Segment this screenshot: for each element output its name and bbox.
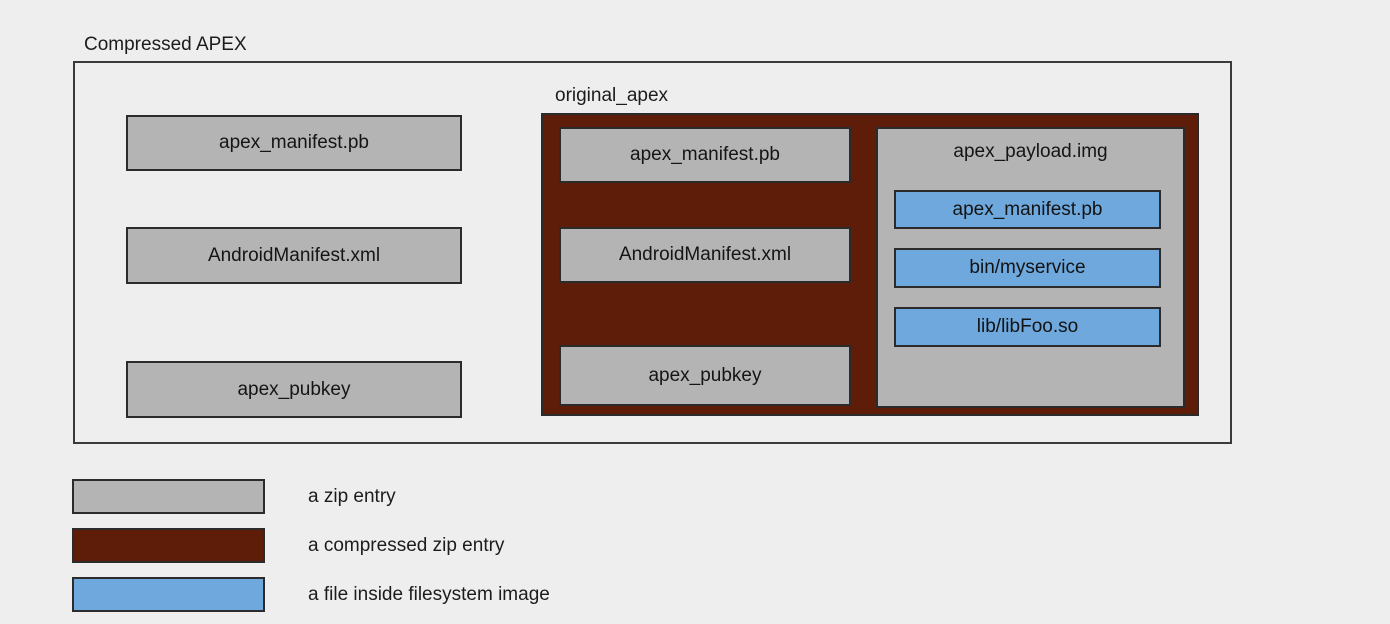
filesystem-file-apex-manifest: apex_manifest.pb [894, 190, 1161, 229]
legend-swatch-zip-entry [72, 479, 265, 514]
filesystem-file-label: apex_manifest.pb [952, 198, 1103, 220]
filesystem-file-lib-libfoo-so: lib/libFoo.so [894, 307, 1161, 347]
zip-entry-label: AndroidManifest.xml [207, 244, 381, 266]
zip-entry-label: apex_pubkey [648, 364, 762, 386]
zip-entry-android-manifest-outer: AndroidManifest.xml [126, 227, 462, 284]
legend-label-filesystem-file: a file inside filesystem image [308, 583, 550, 605]
filesystem-file-bin-myservice: bin/myservice [894, 248, 1161, 288]
compressed-apex-container: apex_manifest.pb AndroidManifest.xml ape… [73, 61, 1232, 444]
zip-entry-label: AndroidManifest.xml [618, 244, 792, 265]
apex-payload-img-label: apex_payload.img [953, 141, 1108, 162]
zip-entry-apex-pubkey-outer: apex_pubkey [126, 361, 462, 418]
compressed-apex-label: Compressed APEX [84, 34, 247, 55]
compressed-zip-entry-original-apex: apex_manifest.pb AndroidManifest.xml ape… [541, 113, 1199, 416]
legend-label-compressed-zip-entry: a compressed zip entry [308, 534, 505, 556]
zip-entry-label: apex_manifest.pb [219, 132, 369, 153]
legend-swatch-compressed-zip-entry [72, 528, 265, 563]
zip-entry-label: apex_pubkey [237, 378, 351, 400]
legend-swatch-filesystem-file [72, 577, 265, 612]
zip-entry-label: apex_manifest.pb [630, 144, 780, 165]
filesystem-file-label: lib/libFoo.so [976, 316, 1079, 337]
zip-entry-apex-pubkey-inner: apex_pubkey [559, 345, 851, 406]
filesystem-file-label: bin/myservice [969, 257, 1086, 278]
zip-entry-android-manifest-inner: AndroidManifest.xml [559, 227, 851, 283]
original-apex-label: original_apex [555, 85, 669, 106]
zip-entry-apex-manifest-outer: apex_manifest.pb [126, 115, 462, 171]
zip-entry-apex-manifest-inner: apex_manifest.pb [559, 127, 851, 183]
legend-label-zip-entry: a zip entry [308, 485, 396, 507]
zip-entry-apex-payload-img: apex_payload.img apex_manifest.pb bin/my… [876, 127, 1185, 408]
